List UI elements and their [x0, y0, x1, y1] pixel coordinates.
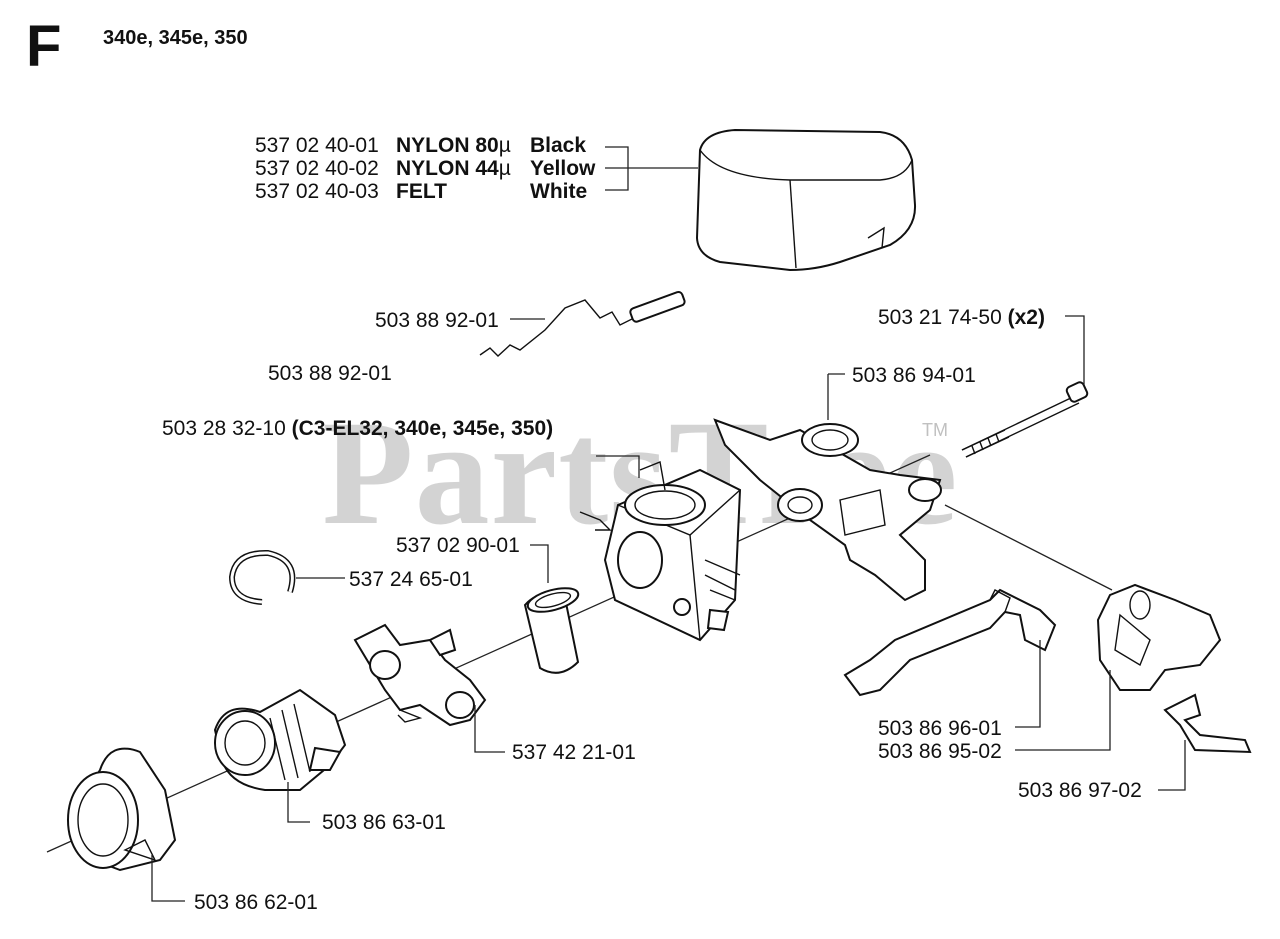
bracket-label: 503 86 95-02 — [878, 740, 1002, 763]
spring-clip-icon — [1163, 693, 1252, 754]
air-filter-color-1: Black — [530, 134, 587, 157]
flange-icon — [66, 747, 177, 872]
air-filter-color-2: Yellow — [530, 157, 596, 180]
bolt-axis — [944, 504, 1113, 591]
watermark-tm: TM — [922, 420, 948, 440]
model-list: 340e, 345e, 350 — [103, 27, 248, 49]
carb-holder-label: 503 86 94-01 — [852, 364, 976, 387]
bolt-label: 503 21 74-50 (x2) — [878, 306, 1045, 329]
choke-rod-icon — [479, 290, 686, 357]
air-filter-material-1: NYLON 80µ — [396, 134, 511, 157]
section-letter: F — [26, 14, 62, 79]
bolt-icon — [961, 381, 1089, 458]
circlip-icon — [228, 549, 296, 605]
air-filter-part-2: 537 02 40-02 — [255, 157, 379, 180]
choke-rod-label: 503 88 92-01 — [375, 309, 499, 332]
gasket-ring-label: 537 02 90-01 — [396, 534, 520, 557]
bracket-icon — [1096, 583, 1222, 691]
choke-rod-alt-label: 503 88 92-01 — [268, 362, 392, 385]
intake-boot-icon — [213, 688, 347, 791]
clamp-label: 537 42 21-01 — [512, 741, 636, 764]
carburetor-label: 503 28 32-10 (C3-EL32, 340e, 345e, 350) — [162, 417, 554, 440]
carburetor-icon — [579, 461, 742, 642]
air-filter-color-3: White — [530, 180, 588, 203]
air-filter-part-3: 537 02 40-03 — [255, 180, 379, 203]
throttle-lever-label: 503 86 96-01 — [878, 717, 1002, 740]
throttle-lever-icon — [843, 588, 1057, 697]
flange-label: 503 86 62-01 — [194, 891, 318, 914]
clamp-icon — [353, 623, 487, 727]
circlip-label: 537 24 65-01 — [349, 568, 473, 591]
air-filter-icon — [695, 128, 917, 272]
gasket-ring-icon — [523, 587, 580, 674]
assembly-axis — [46, 454, 931, 853]
air-filter-material-2: NYLON 44µ — [396, 157, 511, 180]
spring-clip-label: 503 86 97-02 — [1018, 779, 1142, 802]
intake-boot-label: 503 86 63-01 — [322, 811, 446, 834]
carb-holder-icon — [713, 418, 942, 602]
air-filter-part-1: 537 02 40-01 — [255, 134, 379, 157]
air-filter-material-3: FELT — [396, 180, 447, 203]
